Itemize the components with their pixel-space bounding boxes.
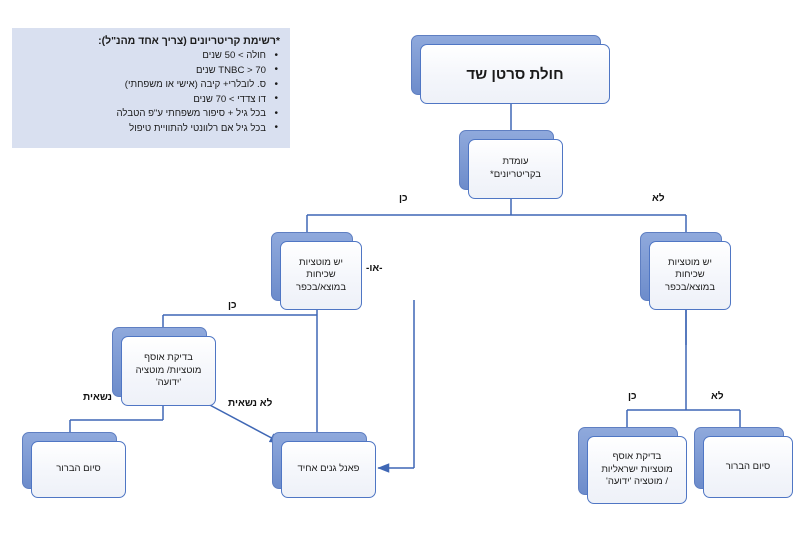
node-body: יש מוטציות שכיחות במוצא/בכפר [280,241,362,310]
edge-label-right-yes: כן [628,391,637,402]
node-label: פאנל גנים אחיד [297,463,360,475]
node-label: סיום הברור [725,460,771,472]
node-body: סיום הברור [703,436,793,498]
edge-label-or: -או- [366,263,383,274]
criteria-legend: *רשימת קריטריונים (צריך אחד מהנ"ל): חולה… [12,28,290,148]
criteria-item: חולה > 50 שנים [22,49,280,64]
node-body: בדיקת אוסף מוטציות/ מוטציה 'ידועה' [121,336,216,406]
criteria-legend-title: *רשימת קריטריונים (צריך אחד מהנ"ל): [98,35,280,47]
node-root[interactable]: חולת סרטן שד [411,35,610,104]
node-body: פאנל גנים אחיד [281,441,376,498]
edge-label-left-yes: כן [228,300,237,311]
node-label: יש מוטציות שכיחות במוצא/בכפר [665,256,715,293]
criteria-item: TNBC > 70 שנים [22,63,280,79]
node-body: עומדת בקריטריונים* [468,139,563,199]
criteria-item: בכל גיל אם רלוונטי להתוויית טיפול [22,121,280,137]
node-label: חולת סרטן שד [466,65,564,83]
node-common-mutations-right[interactable]: יש מוטציות שכיחות במוצא/בכפר [640,232,731,310]
criteria-legend-list: חולה > 50 שנים TNBC > 70 שנים ס. לובלרי+… [22,49,280,137]
node-end-investigation-left[interactable]: סיום הברור [22,432,126,498]
node-meets-criteria[interactable]: עומדת בקריטריונים* [459,130,563,199]
node-mutation-panel-test-left[interactable]: בדיקת אוסף מוטציות/ מוטציה 'ידועה' [112,327,216,406]
edge-label-criteria-yes: כן [399,193,408,204]
edge-label-carrier: נשאית [83,392,112,403]
node-common-mutations-left[interactable]: יש מוטציות שכיחות במוצא/בכפר [271,232,362,310]
node-label: עומדת בקריטריונים* [490,156,541,180]
criteria-item: בכל גיל + סיפור משפחתי ע"פ הטבלה [22,107,280,122]
node-israeli-mutation-panel[interactable]: בדיקת אוסף מוטציות ישראליות / מוטציה 'יד… [578,427,687,504]
node-body: יש מוטציות שכיחות במוצא/בכפר [649,241,731,310]
node-uniform-gene-panel[interactable]: פאנל גנים אחיד [272,432,376,498]
node-body: בדיקת אוסף מוטציות ישראליות / מוטציה 'יד… [587,436,687,504]
criteria-item: דו צדדי > 70 שנים [22,92,280,108]
edge-label-criteria-no: לא [652,193,665,204]
criteria-item: ס. לובלרי+ קיבה (אישי או משפחתי) [22,78,280,93]
node-body: חולת סרטן שד [420,44,610,104]
edge-label-right-no: לא [711,391,724,402]
node-label: יש מוטציות שכיחות במוצא/בכפר [296,256,346,293]
node-body: סיום הברור [31,441,126,498]
node-label: בדיקת אוסף מוטציות ישראליות / מוטציה 'יד… [601,451,673,488]
node-label: בדיקת אוסף מוטציות/ מוטציה 'ידועה' [135,352,202,389]
edge-label-non-carrier: לא נשאית [228,398,273,409]
node-end-investigation-right[interactable]: סיום הברור [694,427,793,498]
node-label: סיום הברור [56,463,101,475]
